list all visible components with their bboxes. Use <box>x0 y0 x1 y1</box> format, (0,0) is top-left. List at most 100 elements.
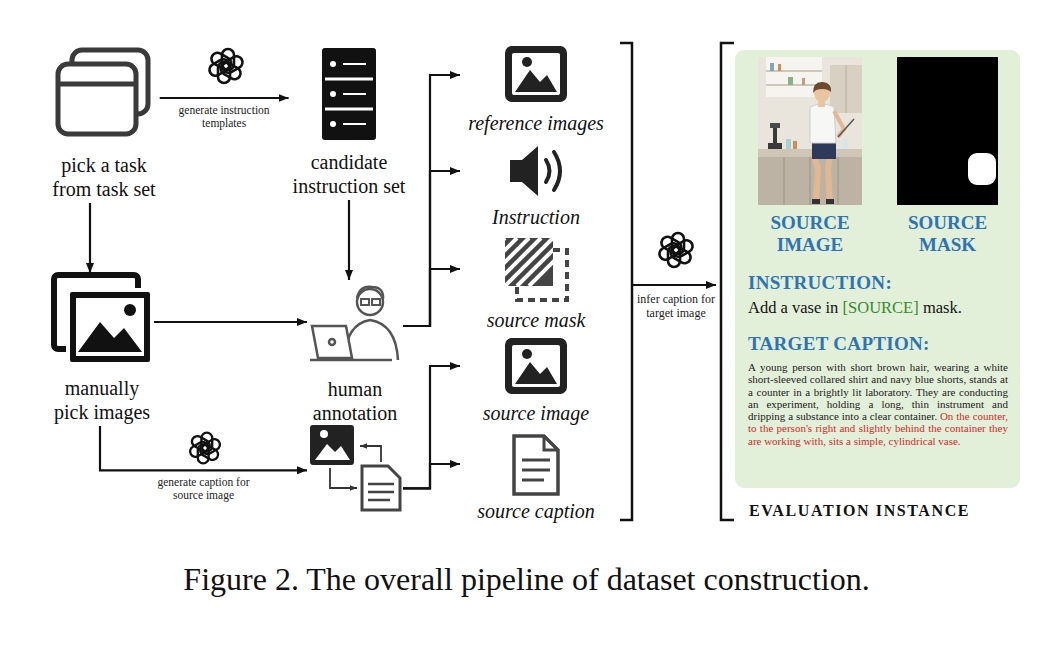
source-image-illustration <box>758 149 862 157</box>
bracket <box>620 43 632 520</box>
mask-icon <box>505 238 553 286</box>
flow-arrow <box>100 426 307 470</box>
images-node: manually pick images <box>50 273 154 424</box>
source-image-illustration <box>810 104 836 143</box>
image-tile: SOURCE MASK <box>897 57 998 256</box>
image-icon <box>505 338 567 394</box>
openai-logo <box>657 233 694 267</box>
server-icon <box>322 48 376 140</box>
document-icon <box>522 460 550 480</box>
annotator-icon <box>361 299 369 305</box>
speaker-icon <box>510 146 560 196</box>
source-image-illustration <box>766 71 822 85</box>
node-label: manually pick images <box>50 376 154 424</box>
caption-gen-icon <box>330 468 357 488</box>
annotation-node: human annotation <box>307 280 403 425</box>
source-image-illustration <box>788 77 793 85</box>
source-image-illustration <box>758 57 862 205</box>
section-title: EVALUATION INSTANCE <box>749 502 970 520</box>
figure-caption: Figure 2. The overall pipeline of datase… <box>0 560 1053 598</box>
source-image-illustration <box>830 65 862 113</box>
openai-logo <box>207 49 244 83</box>
annotator-icon <box>310 359 392 362</box>
instruction-line: Add a vase in [SOURCE]mask. <box>748 297 1008 319</box>
source-image-illustration <box>770 123 780 128</box>
edge-label: generate caption for source image <box>145 476 263 502</box>
browser-icon <box>58 64 136 134</box>
node-label: source mask <box>460 308 612 332</box>
source-image-illustration <box>786 139 791 149</box>
server-icon <box>330 61 336 67</box>
caption-gen-icon <box>362 466 400 510</box>
node-label: reference images <box>460 111 612 135</box>
speaker-icon <box>510 146 538 196</box>
caption-paragraph: A young person with short brown hair, we… <box>748 361 1008 447</box>
server-icon <box>343 64 366 124</box>
annotator-icon <box>357 289 383 315</box>
output-node: reference images <box>460 44 612 135</box>
caption-gen-node <box>307 423 403 509</box>
flow-arrow <box>403 269 460 326</box>
document-icon <box>514 436 558 494</box>
node-label: source image <box>460 401 612 425</box>
caption-gen-icon <box>360 446 381 462</box>
image-icon <box>505 338 567 394</box>
flow-arrow <box>403 75 460 326</box>
caption-gen-icon <box>320 430 328 438</box>
node-label: Instruction <box>460 205 612 229</box>
images-icon <box>68 290 152 364</box>
arrow-label: infer caption for target image <box>634 292 718 320</box>
server-icon <box>330 121 336 127</box>
panel-text: INSTRUCTION: <box>748 272 892 293</box>
browser-icon <box>58 50 148 134</box>
caption-gen-icon <box>315 444 350 460</box>
annotator-icon <box>310 287 398 360</box>
openai-logo <box>188 433 222 464</box>
mask-icon <box>505 238 553 286</box>
caption-gen-icon <box>368 484 394 500</box>
panel-text: mask. <box>923 298 962 317</box>
panel-text: [SOURCE] <box>843 298 919 317</box>
panel-text: Add a vase in <box>748 298 838 317</box>
image-icon <box>505 46 567 102</box>
image-heading: SOURCE MASK <box>897 212 998 256</box>
openai-logo <box>657 233 694 267</box>
openai-logo <box>188 433 222 464</box>
node-label: source caption <box>460 499 612 523</box>
source-image-illustration <box>838 119 854 137</box>
source-image-illustration <box>793 141 797 149</box>
output-node: Instruction <box>460 142 612 229</box>
flow-arrow <box>348 200 350 280</box>
edge-label: generate instruction templates <box>165 104 283 130</box>
mask-icon <box>457 238 577 300</box>
image-icon <box>505 46 567 102</box>
caption-gen-icon <box>310 425 354 465</box>
source-image-illustration <box>842 139 848 149</box>
browser-icon <box>58 82 136 87</box>
flow-arrow <box>154 321 307 323</box>
output-node: source mask <box>460 235 612 332</box>
output-node: source image <box>460 336 612 425</box>
server-icon <box>330 91 336 97</box>
images-icon <box>76 298 144 356</box>
instruction-set-node: candidate instruction set <box>289 45 410 198</box>
flow-arrow <box>89 203 91 273</box>
document-icon <box>514 436 558 494</box>
images-icon <box>78 322 142 352</box>
source-image-illustration <box>834 111 844 137</box>
panel-text: TARGET CAPTION: <box>748 333 930 354</box>
openai-logo <box>207 49 244 83</box>
images-icon <box>54 275 152 364</box>
source-mask-illustration <box>897 57 998 205</box>
task-node: pick a task from task set <box>48 48 159 201</box>
source-image-illustration <box>758 157 862 205</box>
flow-arrow <box>403 366 460 488</box>
annotator-icon <box>329 339 335 345</box>
node-label: human annotation <box>307 377 403 425</box>
source-image-illustration <box>812 199 820 204</box>
annotator-icon <box>357 287 383 299</box>
evaluation-panel: INSTRUCTION: Add a vase in [SOURCE]mask. TA… <box>735 50 1020 488</box>
node-label: candidate instruction set <box>289 150 410 198</box>
speaker-icon <box>546 152 560 190</box>
